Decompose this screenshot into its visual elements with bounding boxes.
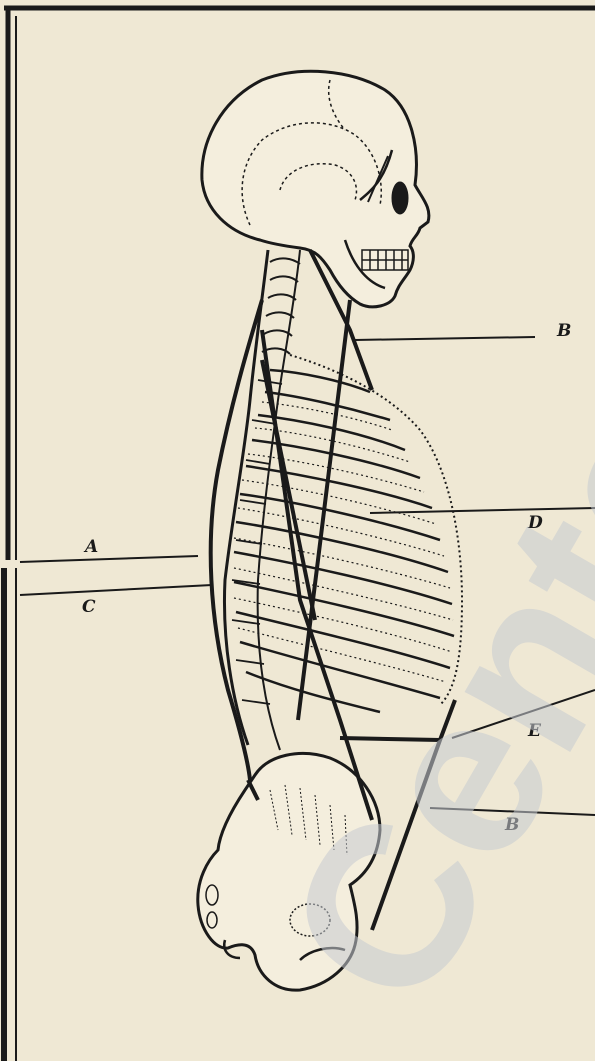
label-c: C: [82, 597, 96, 617]
label-a: A: [83, 537, 98, 557]
eye-socket: [392, 182, 408, 214]
